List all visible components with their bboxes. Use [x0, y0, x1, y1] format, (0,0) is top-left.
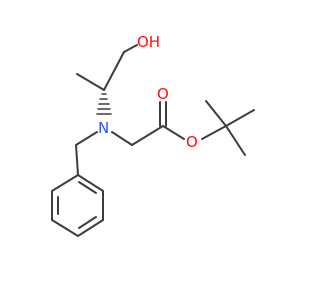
- stereo-hash-bond: [96, 93, 112, 115]
- structure-diagram: OH N O O: [51, 33, 255, 237]
- molecule-canvas: OH N O O: [51, 33, 255, 237]
- bond-benzyl-ch2-phenyl: [75, 144, 79, 176]
- carbonyl-oxygen-label: O: [157, 85, 169, 103]
- bond-stereocenter-methyl: [76, 73, 105, 91]
- ester-oxygen-label: O: [186, 133, 198, 151]
- hydroxyl-label: OH: [137, 33, 160, 51]
- bond-ch2-carbonyl-carbon: [131, 125, 164, 146]
- bond-tbutyl-methyl-up: [205, 100, 227, 127]
- bond-n-benzyl-ch2: [75, 131, 98, 146]
- amine-nitrogen-label: N: [98, 119, 109, 137]
- bond-tbutyl-methyl-right: [225, 109, 255, 127]
- bond-n-glycine-ch2: [111, 131, 133, 146]
- bond-ch2-stereocenter: [103, 51, 125, 91]
- bond-tbutyl-methyl-down: [225, 125, 246, 156]
- bond-group: [75, 44, 255, 176]
- bond-carbonyl-ester-oxygen: [162, 125, 185, 140]
- phenyl-ring: [51, 174, 104, 237]
- bond-ester-oxygen-quaternary-c: [201, 125, 227, 140]
- bond-hydroxyl-ch2: [123, 44, 138, 53]
